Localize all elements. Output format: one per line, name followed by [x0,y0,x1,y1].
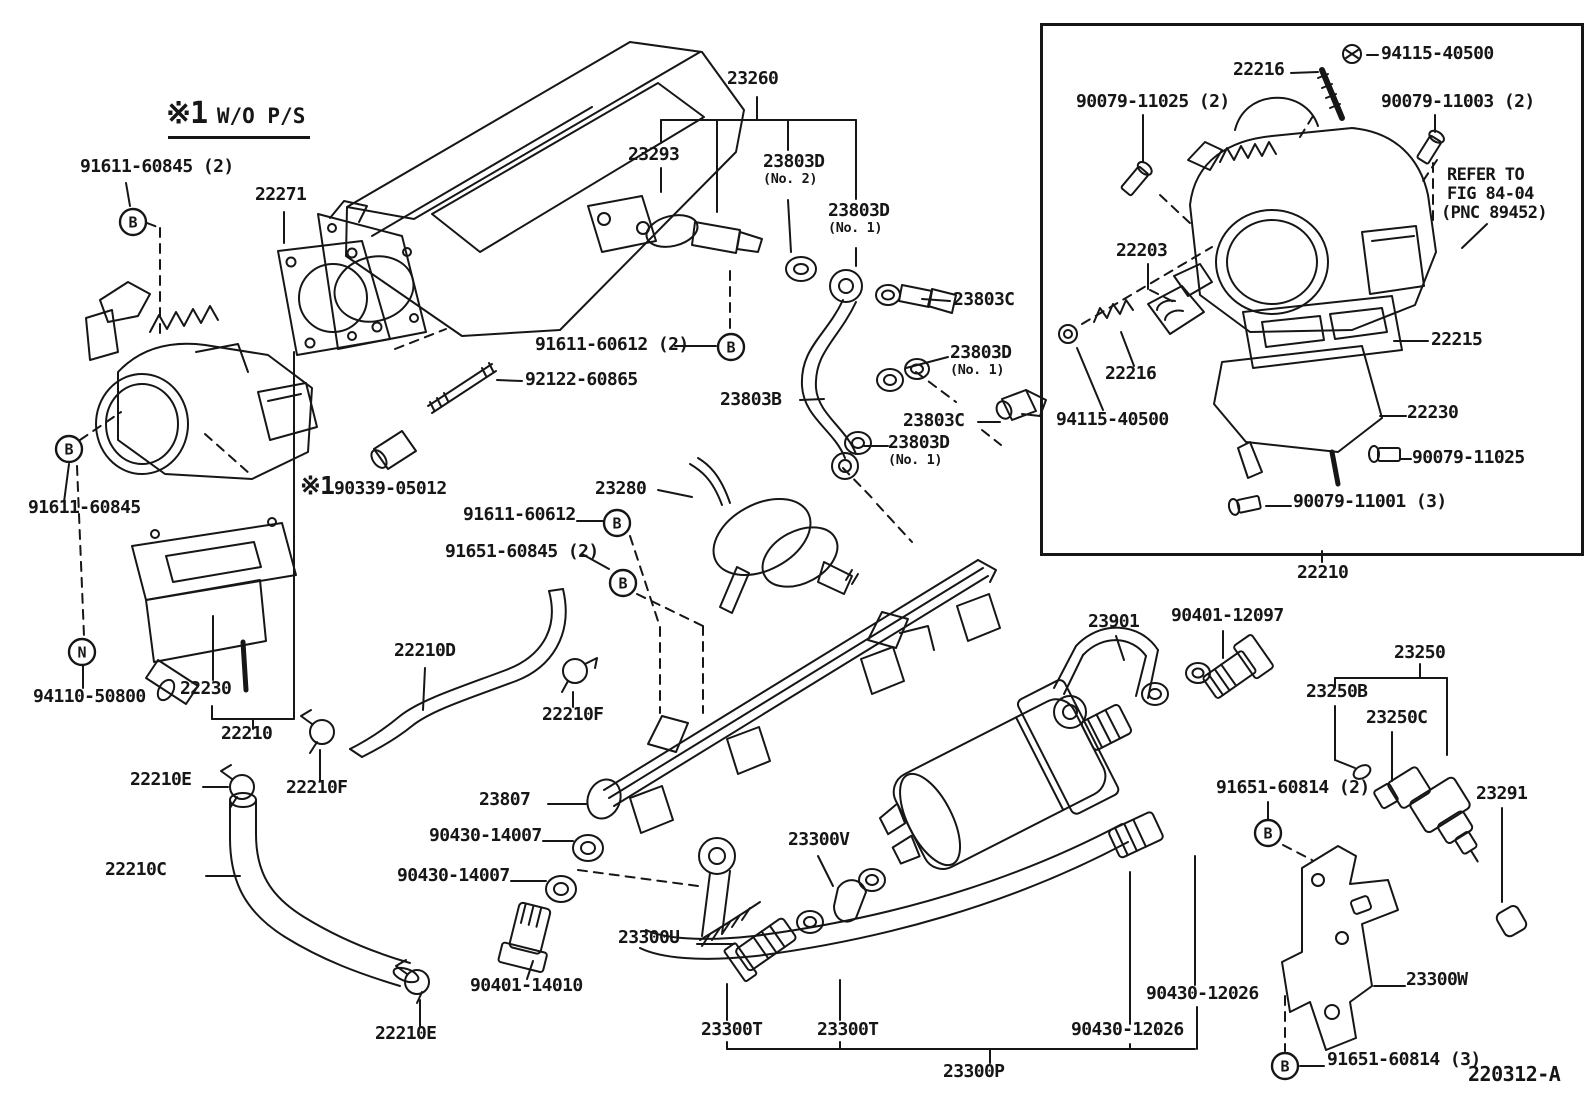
note-underline [168,136,310,139]
svg-text:B: B [1263,825,1272,843]
fuel-hose-23901-art [1053,626,1274,729]
leader-line-dashed [394,328,447,350]
svg-text:B: B [612,515,621,533]
inset-box [1040,23,1584,556]
leader-line-dashed [1159,194,1193,226]
leader-line [1334,759,1356,769]
inset-throttle-body-art [1058,44,1445,516]
injector-23250-art [1352,764,1528,938]
leader-line [422,667,426,711]
leader-line-dashed [915,371,957,403]
leader-lines [63,54,1503,1067]
callout-letter-b: B [118,207,148,237]
callout-letter-b: B [602,508,632,538]
note-text: W/O P/S [216,104,306,128]
leader-line [1461,223,1488,249]
leader-line [581,553,610,570]
svg-text:B: B [128,214,137,232]
callout-letter-b: B [608,568,638,598]
callout-letter-b: B [1253,818,1283,848]
leader-line [526,960,534,980]
throttle-body-art [85,281,318,480]
leader-line-dashed [636,593,704,627]
svg-text:B: B [1280,1058,1289,1076]
leader-line-dashed [577,869,699,887]
leader-line [657,489,693,498]
leader-line-dashed [842,467,875,501]
callout-letter-b: B [1270,1051,1300,1081]
leader-line [921,298,951,302]
fuel-hose-assembly-art [497,811,1164,983]
leader-line-dashed [1149,289,1177,304]
stud-art [427,362,497,414]
leader-line-dashed [876,503,913,543]
fuel-rail-art [586,559,1001,834]
leader-line [1115,635,1125,661]
leader-line [63,463,70,503]
bracket-23300w-art [1281,845,1399,1051]
cold-start-injector-art [587,195,763,254]
leader-line [817,855,834,887]
intake-manifold-art [317,41,745,350]
callout-letter-b: B [716,332,746,362]
callout-letter-b: B [54,434,84,464]
leader-line [1120,331,1135,367]
svg-text:N: N [77,644,86,662]
callout-circles: B B N B B B B B [54,207,1300,1081]
hose-22210c-art [229,792,420,987]
leader-line [787,199,792,253]
leader-line-dashed [981,429,1002,446]
leader-line-dashed [79,411,122,441]
leader-line-dashed [1299,115,1314,138]
callout-letter-n: N [67,637,97,667]
gasket-22271-art [277,240,391,356]
sleeve-art [370,430,417,470]
fuel-filter-art [878,679,1133,870]
leader-line [496,379,523,382]
leader-line-dashed [1282,844,1313,861]
hose-clamps-art [220,657,598,1004]
leader-line [905,356,949,369]
drawing-code: 220312-A [1468,1062,1561,1086]
leader-line-dashed [629,535,661,628]
leader-line [1290,71,1319,74]
lower-housing-22230-art [131,517,297,705]
leader-line [799,398,825,401]
leader-line-dashed [1081,246,1213,325]
variant-note-heading: ※1 W/O P/S [166,96,310,139]
leader-line-dashed [76,465,85,637]
leader-line [125,182,131,207]
svg-text:B: B [618,575,627,593]
note-prefix: ※1 [166,96,208,131]
union-washers-art [785,256,1047,480]
svg-text:B: B [64,441,73,459]
hose-22210d-art [349,588,567,758]
pressure-regulator-art [689,457,859,614]
leader-line-dashed [1420,159,1438,185]
svg-text:B: B [726,339,735,357]
leader-line-dashed [146,222,161,229]
leader-line-dashed [204,433,251,475]
leader-line [1076,347,1104,411]
